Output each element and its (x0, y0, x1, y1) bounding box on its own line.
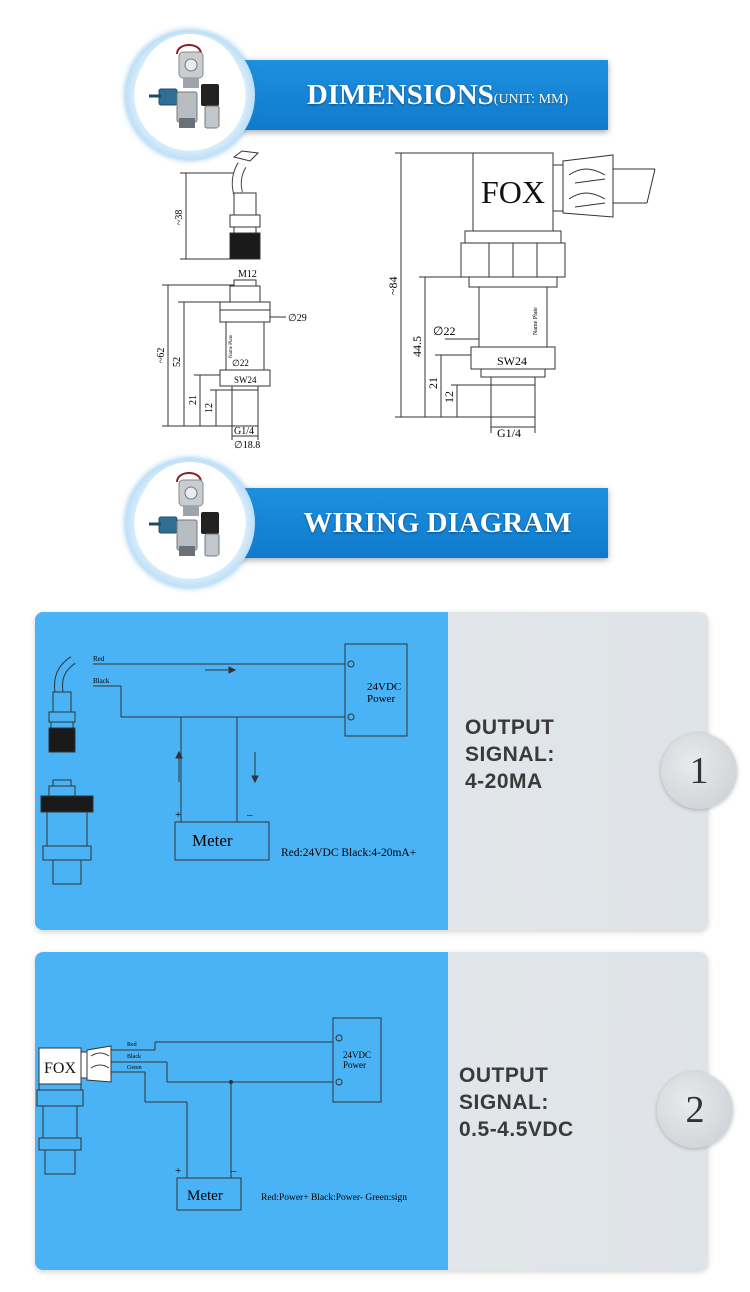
left-dim-62: ~62 (156, 348, 167, 363)
panel2-output-signal: OUTPUT SIGNAL: 0.5-4.5VDC (459, 1062, 574, 1143)
panel2-power-label: Power (343, 1060, 366, 1070)
dimensions-banner-bar (235, 60, 608, 130)
wiring-banner: WIRING DIAGRAM (125, 458, 615, 588)
wiring-diagram-1: Red Black 24VDC Power + – Meter Red:24VD… (40, 643, 416, 885)
panel2-brand-fox: FOX (44, 1060, 76, 1077)
right-name-plate: Name Plate (533, 307, 539, 335)
panel1-minus: – (246, 809, 253, 821)
panel2-badge: 2 (657, 1072, 733, 1148)
product-photo (139, 34, 241, 136)
dimensions-unit-text: (UNIT: MM) (493, 92, 569, 107)
wiring-panel-2: FOX Red Black Green 24VDC Power + – Mete… (35, 952, 733, 1270)
panel2-meter: Meter (187, 1188, 223, 1204)
panel1-plus: + (175, 809, 181, 821)
panel1-wire-red: Red (93, 655, 105, 663)
panel2-wire-green: Green (127, 1065, 142, 1071)
wiring-diagram-2: FOX Red Black Green 24VDC Power + – Mete… (36, 1017, 407, 1211)
product-photo-circle-2 (125, 458, 255, 588)
panel1-power-label: Power (367, 693, 395, 705)
panel1-power-voltage: 24VDC (367, 681, 401, 693)
dimensions-title: DIMENSIONS(UNIT: MM) (275, 60, 600, 130)
left-dim-52: 52 (172, 357, 183, 367)
left-dim-12: 12 (204, 403, 215, 413)
left-dim-18-8: ∅18.8 (234, 440, 260, 451)
panel1-legend: Red:24VDC Black:4-20mA+ (281, 847, 416, 859)
panel2-output-line1: OUTPUT (459, 1064, 549, 1087)
wiring-panel-2-diagram-area: FOX Red Black Green 24VDC Power + – Mete… (35, 952, 448, 1270)
right-dimension-drawing: FOX ~84 44.5 ∅22 Name Plate SW24 21 12 G… (386, 152, 656, 440)
left-name-plate: Name Plate (229, 334, 234, 358)
transmitter-photo-icon (149, 472, 220, 557)
transmitter-photo-icon (149, 44, 220, 129)
dimensions-banner: DIMENSIONS(UNIT: MM) (125, 30, 615, 160)
dimensions-title-text: DIMENSIONS (306, 78, 494, 111)
wiring-panel-1-diagram-area: Red Black 24VDC Power + – Meter Red:24VD… (35, 612, 448, 930)
panel2-plus: + (175, 1165, 181, 1177)
panel1-output-signal: OUTPUT SIGNAL: 4-20MA (465, 714, 555, 795)
wiring-title-text: WIRING DIAGRAM (303, 506, 572, 539)
right-dim-12: 12 (442, 391, 456, 403)
panel2-wire-red: Red (127, 1042, 137, 1048)
left-dim-22: ∅22 (232, 358, 249, 368)
panel2-power-voltage: 24VDC (343, 1050, 371, 1060)
right-dim-44-5: 44.5 (410, 336, 424, 357)
right-brand-fox: FOX (481, 174, 545, 210)
wiring-banner-bar (235, 488, 608, 558)
left-dim-21: 21 (188, 395, 199, 405)
right-dim-21: 21 (426, 377, 440, 389)
left-dim-m12: M12 (238, 269, 257, 280)
right-dim-22: ∅22 (433, 324, 455, 338)
left-dim-g14: G1/4 (234, 426, 254, 437)
panel1-meter: Meter (192, 831, 233, 850)
wiring-title: WIRING DIAGRAM (275, 488, 600, 558)
left-dimension-drawing: ~38 M12 ∅29 ~62 52 ∅22 Name Plate SW24 2… (156, 150, 307, 451)
panel1-output-line2: SIGNAL: (465, 743, 555, 766)
product-photo-circle (125, 30, 255, 160)
panel2-output-value: 0.5-4.5VDC (459, 1118, 574, 1141)
panel1-badge: 1 (661, 733, 737, 809)
panel1-output-line1: OUTPUT (465, 716, 555, 739)
panel1-wire-black: Black (93, 677, 110, 685)
panel2-minus: – (230, 1165, 237, 1177)
panel2-wire-black: Black (127, 1054, 141, 1060)
left-dim-29: ∅29 (288, 313, 307, 324)
panel2-legend: Red:Power+ Black:Power- Green:sign (261, 1193, 407, 1203)
left-dim-38: ~38 (174, 210, 185, 225)
wiring-panel-1: Red Black 24VDC Power + – Meter Red:24VD… (35, 612, 737, 930)
right-dim-84: ~84 (386, 277, 400, 296)
right-dim-g14: G1/4 (497, 426, 521, 440)
panel1-output-value: 4-20MA (465, 770, 543, 793)
product-photo-2 (139, 462, 241, 564)
right-dim-sw24: SW24 (497, 354, 527, 368)
left-dim-sw24: SW24 (234, 375, 257, 385)
panel2-output-line2: SIGNAL: (459, 1091, 549, 1114)
